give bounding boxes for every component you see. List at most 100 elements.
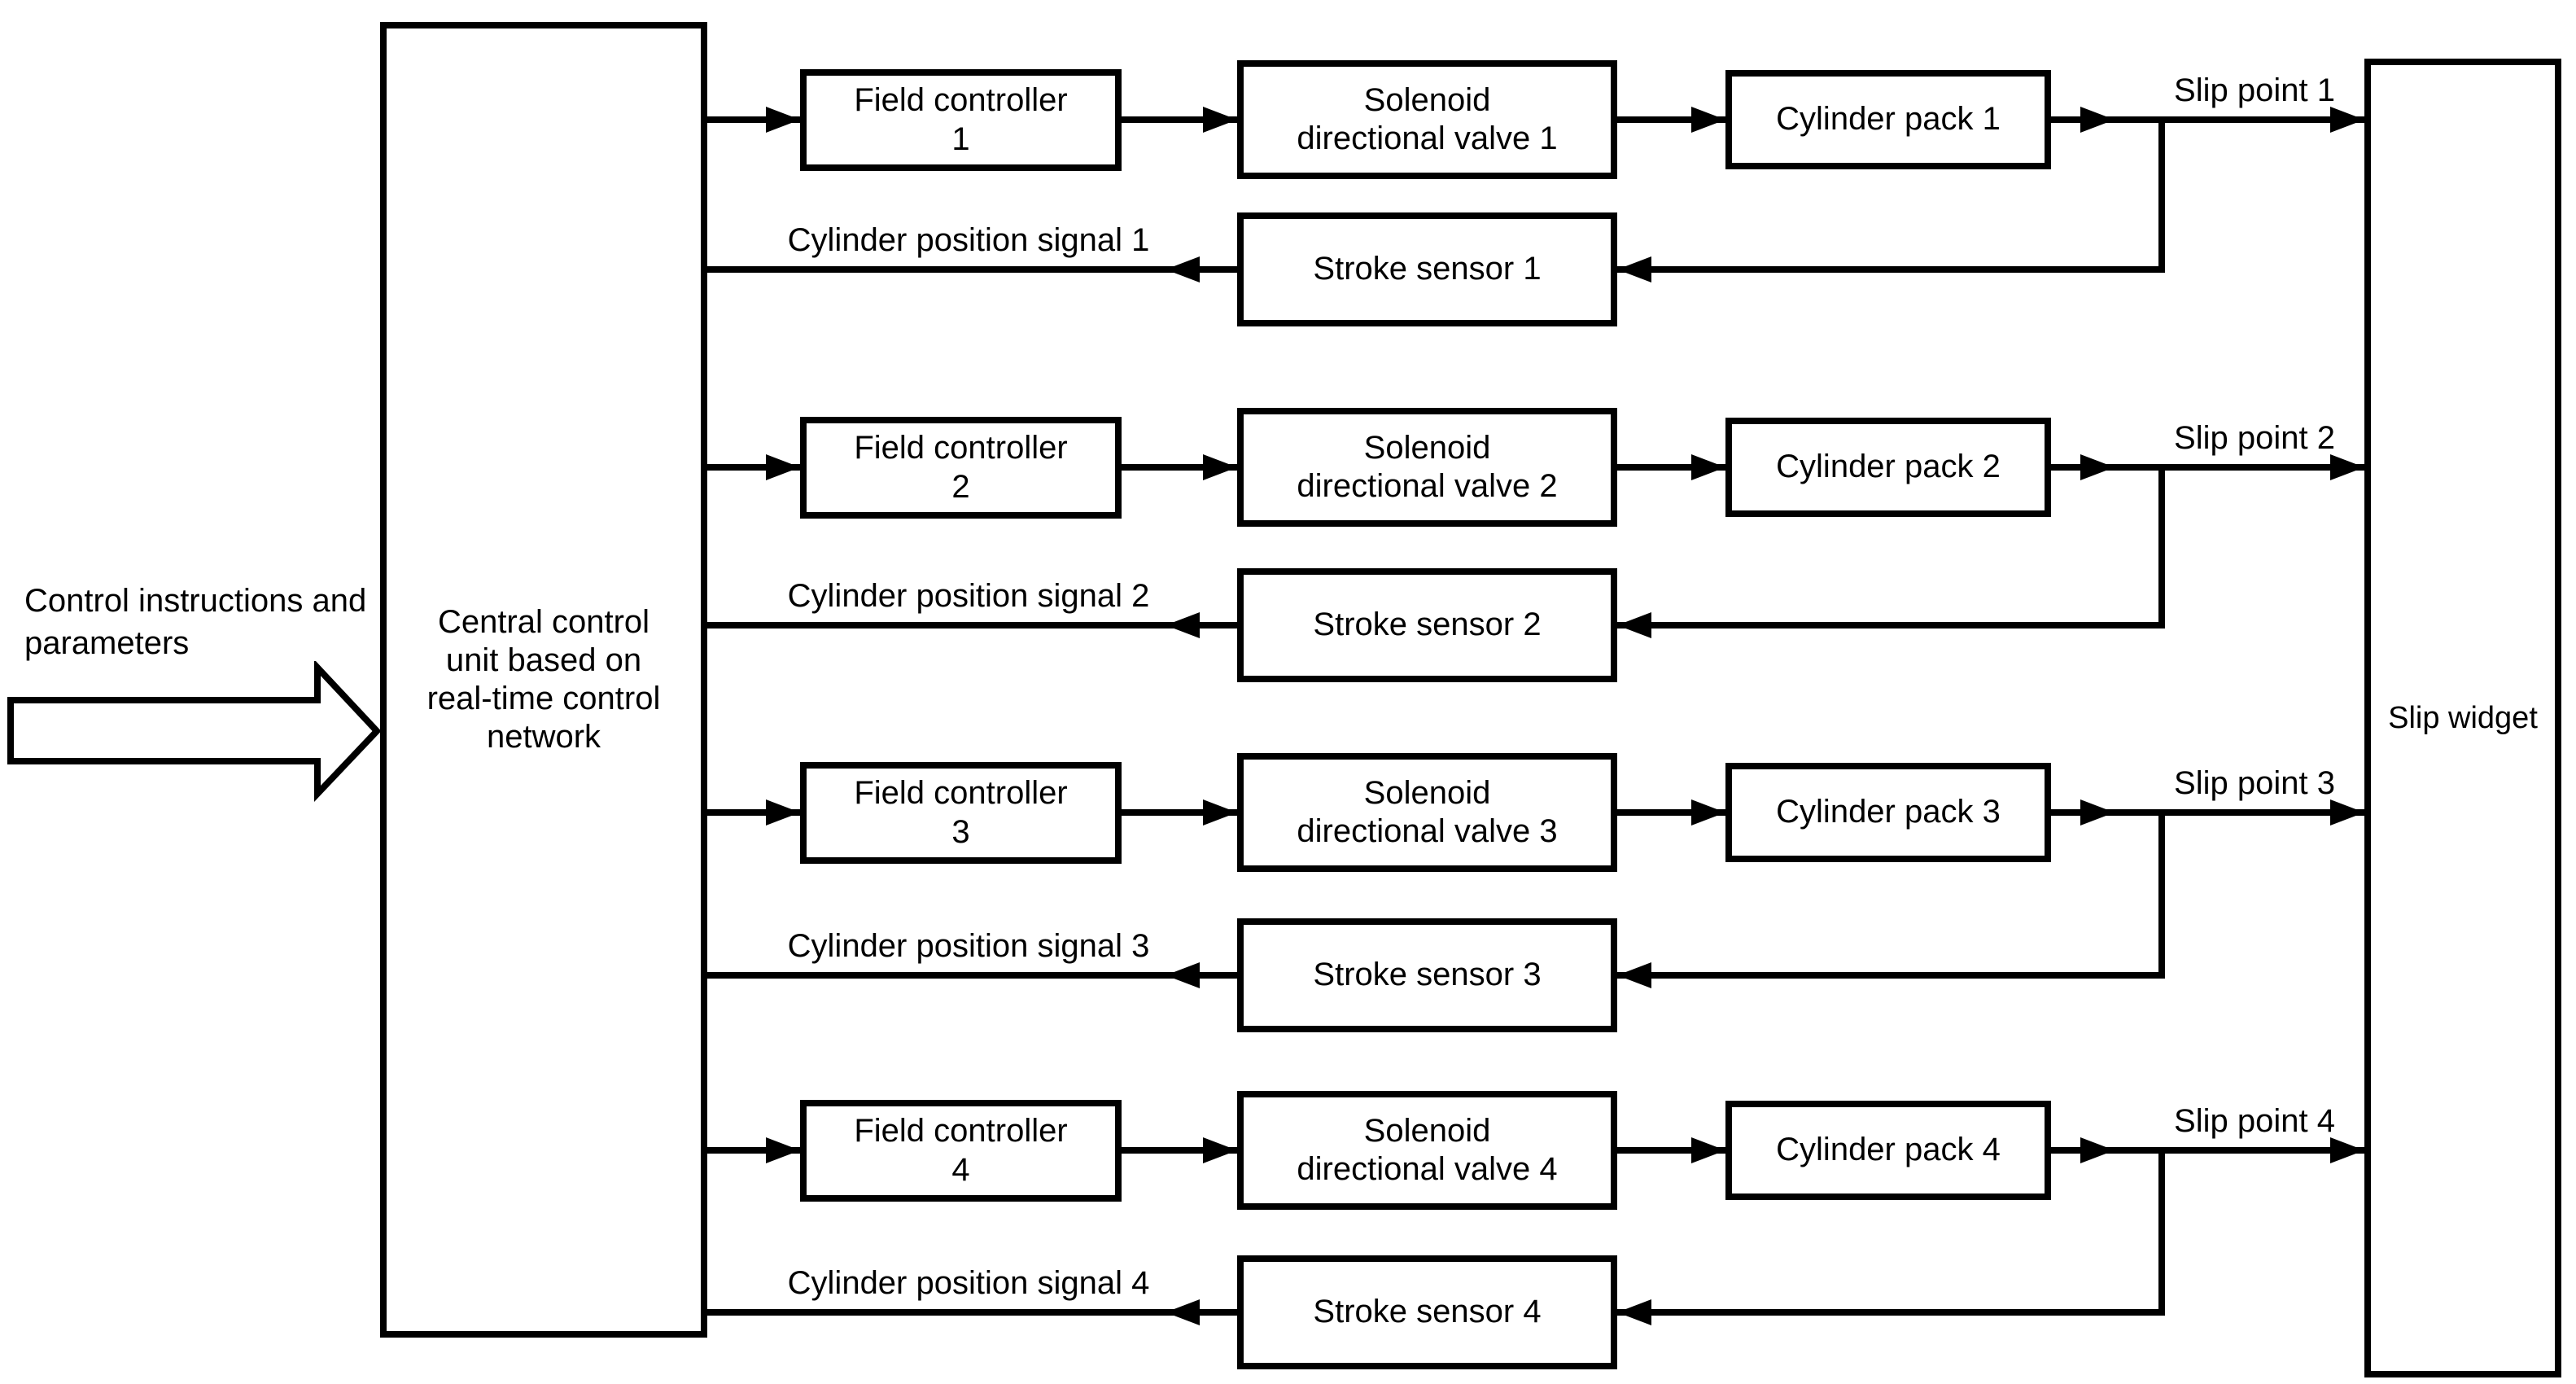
- feedback-line: [707, 266, 1237, 273]
- arrowhead-left-icon: [1166, 1299, 1200, 1325]
- arrowhead-left-icon: [1617, 962, 1651, 988]
- slip-point-label: Slip point 1: [2174, 72, 2335, 108]
- cylinder-pack-box: Cylinder pack 1: [1725, 70, 2051, 169]
- solenoid-valve-box: Solenoid directional valve 2: [1237, 408, 1617, 527]
- stroke-sensor-box: Stroke sensor 1: [1237, 212, 1617, 326]
- arrowhead-right-icon: [766, 107, 800, 133]
- arrowhead-right-icon: [766, 454, 800, 480]
- connector-line: [1122, 464, 1237, 471]
- feedback-line: [1617, 1309, 2165, 1316]
- cylinder-pack-label: Cylinder pack 3: [1776, 794, 2001, 830]
- cylinder-pack-box: Cylinder pack 4: [1725, 1101, 2051, 1200]
- field-controller-number: 2: [951, 468, 970, 505]
- solenoid-valve-label2: directional valve 1: [1297, 120, 1558, 156]
- arrowhead-right-icon: [1203, 1137, 1237, 1163]
- field-controller-box: Field controller 4: [800, 1100, 1122, 1202]
- position-signal-label: Cylinder position signal 2: [787, 578, 1150, 614]
- field-controller-label: Field controller: [854, 775, 1068, 812]
- field-controller-label: Field controller: [854, 1113, 1068, 1150]
- feedback-drop-line: [2158, 116, 2165, 273]
- arrowhead-right-icon: [2080, 107, 2115, 133]
- stroke-sensor-label: Stroke sensor 3: [1313, 957, 1542, 993]
- feedback-drop-line: [2158, 1147, 2165, 1316]
- arrowhead-left-icon: [1617, 1299, 1651, 1325]
- central-control-unit-label: Central control unit based on real-time …: [426, 603, 661, 756]
- central-control-unit-box: Central control unit based on real-time …: [380, 22, 707, 1338]
- field-controller-number: 3: [951, 813, 970, 850]
- field-controller-box: Field controller 2: [800, 417, 1122, 519]
- arrowhead-right-icon: [1691, 107, 1725, 133]
- feedback-line: [707, 972, 1237, 979]
- solenoid-valve-label: Solenoid: [1363, 429, 1491, 466]
- feedback-line: [1617, 972, 2165, 979]
- field-controller-box: Field controller 1: [800, 69, 1122, 171]
- position-signal-label: Cylinder position signal 1: [787, 222, 1150, 258]
- connector-line: [1617, 116, 1725, 123]
- field-controller-number: 1: [951, 120, 970, 157]
- stroke-sensor-label: Stroke sensor 1: [1313, 251, 1542, 287]
- solenoid-valve-box: Solenoid directional valve 4: [1237, 1091, 1617, 1210]
- field-controller-number: 4: [951, 1151, 970, 1188]
- feedback-line: [1617, 622, 2165, 628]
- arrowhead-right-icon: [2330, 454, 2364, 480]
- connector-line: [1122, 1147, 1237, 1154]
- solenoid-valve-label: Solenoid: [1363, 774, 1491, 811]
- position-signal-label: Cylinder position signal 3: [787, 928, 1150, 964]
- arrowhead-right-icon: [1691, 454, 1725, 480]
- slip-point-label: Slip point 3: [2174, 765, 2335, 801]
- feedback-line: [1617, 266, 2165, 273]
- feedback-line: [707, 622, 1237, 628]
- connector-line: [2051, 1147, 2364, 1154]
- connector-line: [2051, 809, 2364, 816]
- solenoid-valve-label: Solenoid: [1363, 1112, 1491, 1149]
- stroke-sensor-box: Stroke sensor 4: [1237, 1255, 1617, 1369]
- cylinder-pack-box: Cylinder pack 2: [1725, 418, 2051, 517]
- solenoid-valve-label2: directional valve 4: [1297, 1151, 1558, 1187]
- input-label: Control instructions and parameters: [24, 583, 367, 661]
- feedback-drop-line: [2158, 809, 2165, 979]
- slip-widget-label: Slip widget: [2388, 700, 2538, 735]
- position-signal-label: Cylinder position signal 4: [787, 1265, 1150, 1301]
- input-block-arrow-icon: [7, 661, 382, 803]
- connector-line: [2051, 464, 2364, 471]
- field-controller-label: Field controller: [854, 82, 1068, 119]
- feedback-drop-line: [2158, 464, 2165, 628]
- arrowhead-left-icon: [1617, 256, 1651, 282]
- arrowhead-left-icon: [1166, 256, 1200, 282]
- arrowhead-right-icon: [766, 799, 800, 826]
- field-controller-box: Field controller 3: [800, 762, 1122, 864]
- arrowhead-right-icon: [2330, 799, 2364, 826]
- solenoid-valve-label2: directional valve 2: [1297, 468, 1558, 504]
- slip-point-label: Slip point 2: [2174, 420, 2335, 456]
- connector-line: [707, 809, 800, 816]
- arrowhead-right-icon: [1203, 107, 1237, 133]
- arrowhead-left-icon: [1166, 962, 1200, 988]
- feedback-line: [707, 1309, 1237, 1316]
- cylinder-pack-label: Cylinder pack 4: [1776, 1132, 2001, 1168]
- arrowhead-left-icon: [1617, 612, 1651, 638]
- arrowhead-left-icon: [1166, 612, 1200, 638]
- connector-line: [1122, 116, 1237, 123]
- arrowhead-right-icon: [2330, 107, 2364, 133]
- connector-line: [1617, 1147, 1725, 1154]
- cylinder-pack-label: Cylinder pack 1: [1776, 101, 2001, 138]
- solenoid-valve-label2: directional valve 3: [1297, 813, 1558, 849]
- connector-line: [1617, 464, 1725, 471]
- arrowhead-right-icon: [2080, 799, 2115, 826]
- connector-line: [1617, 809, 1725, 816]
- stroke-sensor-label: Stroke sensor 4: [1313, 1294, 1542, 1330]
- connector-line: [2051, 116, 2364, 123]
- solenoid-valve-box: Solenoid directional valve 1: [1237, 60, 1617, 179]
- stroke-sensor-box: Stroke sensor 2: [1237, 568, 1617, 682]
- arrowhead-right-icon: [1691, 1137, 1725, 1163]
- connector-line: [707, 1147, 800, 1154]
- slip-widget-box: Slip widget: [2364, 59, 2561, 1377]
- connector-line: [707, 116, 800, 123]
- arrowhead-right-icon: [1203, 454, 1237, 480]
- arrowhead-right-icon: [2080, 1137, 2115, 1163]
- arrowhead-right-icon: [1691, 799, 1725, 826]
- connector-line: [707, 464, 800, 471]
- field-controller-label: Field controller: [854, 430, 1068, 466]
- solenoid-valve-label: Solenoid: [1363, 81, 1491, 118]
